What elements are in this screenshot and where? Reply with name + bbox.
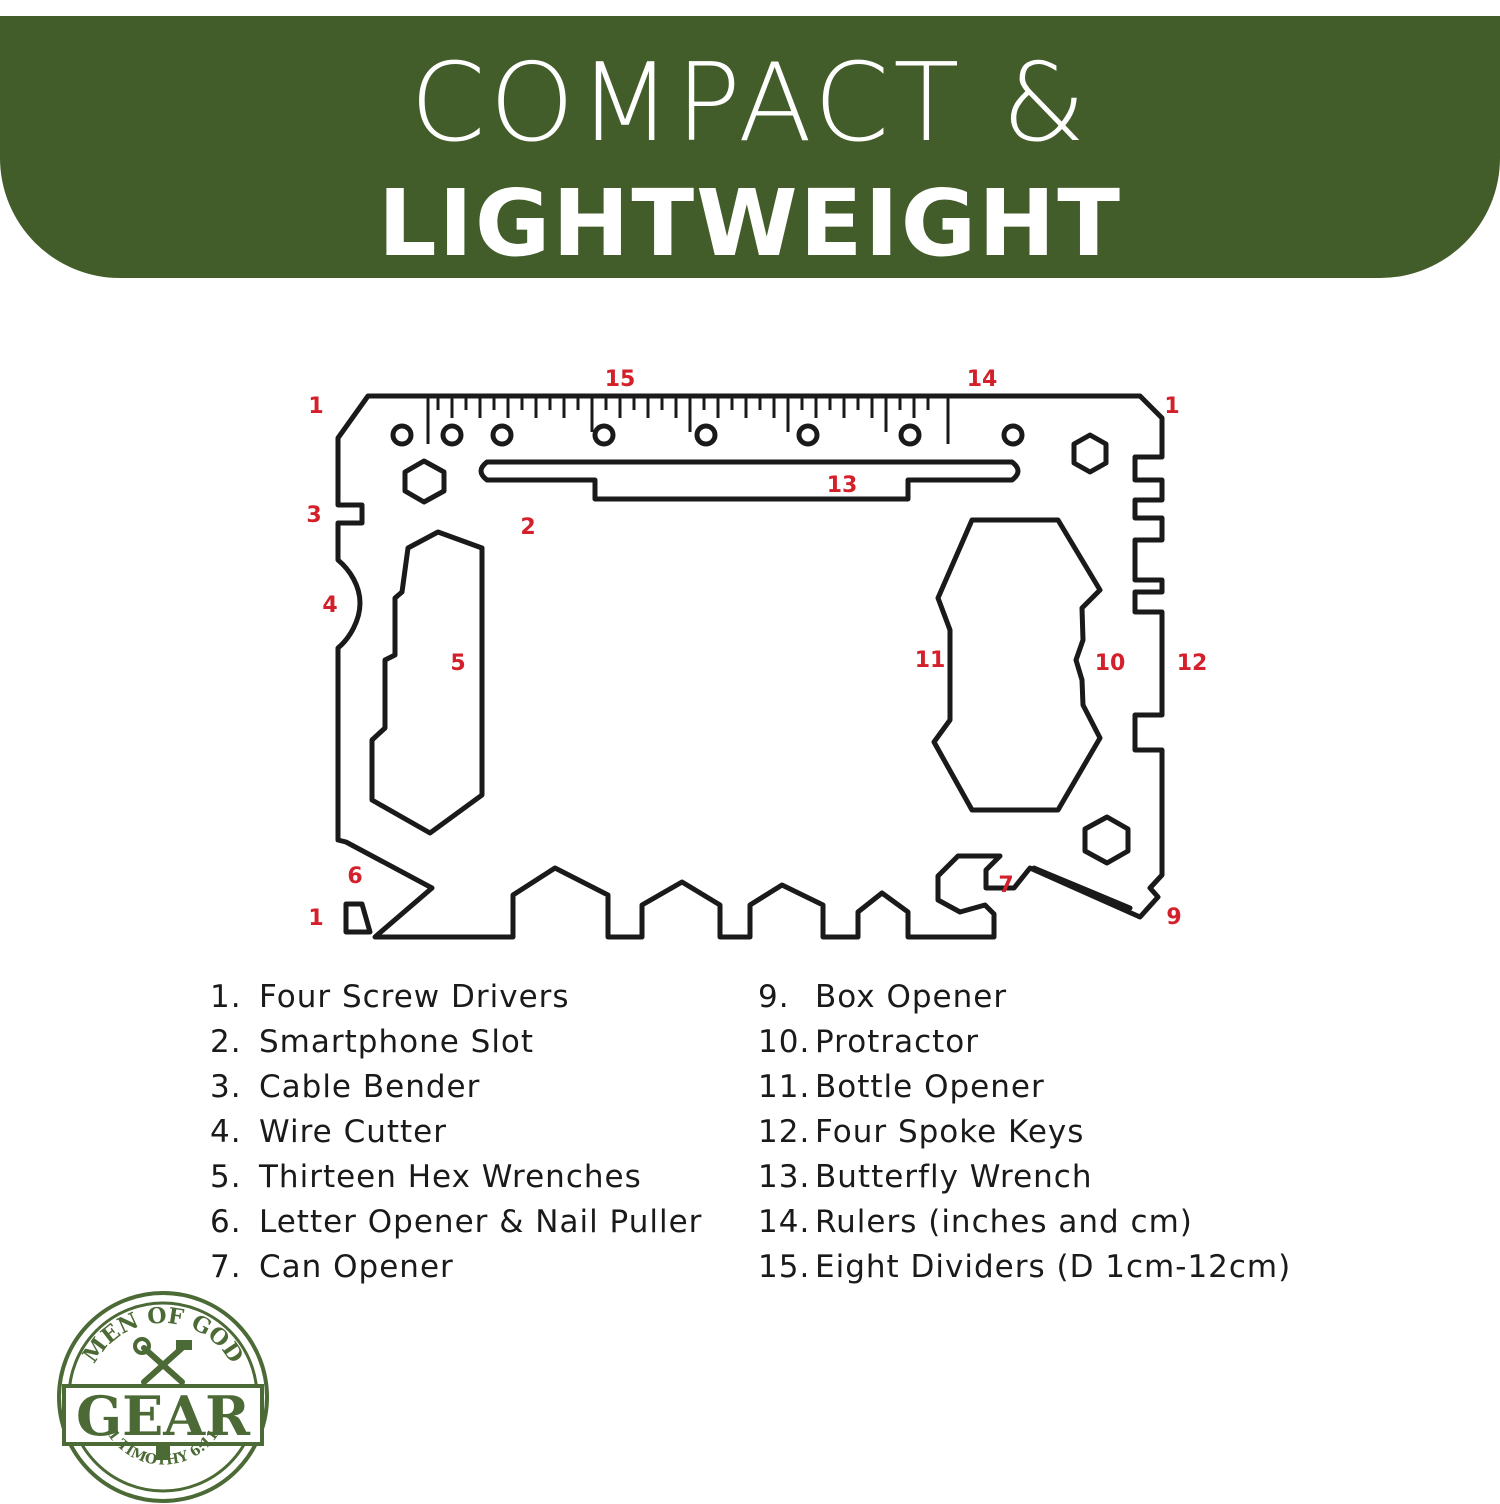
hex-cutout-top-right	[1071, 432, 1109, 475]
legend-item: 2.Smartphone Slot	[210, 1024, 535, 1060]
callout-4: 4	[322, 593, 337, 618]
bottle-opener-window	[931, 517, 1103, 813]
legend-item: 12.Four Spoke Keys	[758, 1114, 1085, 1150]
callout-1-bottom-left: 1	[308, 906, 323, 931]
hex-cutout-bottom-right	[1082, 814, 1131, 866]
divider-holes	[390, 423, 1025, 447]
screwdriver-notch-bl	[343, 901, 373, 935]
legend-item: 6.Letter Opener & Nail Puller	[210, 1204, 703, 1240]
callout-1-top-right: 1	[1164, 394, 1179, 419]
legend-item: 10.Protractor	[758, 1024, 979, 1060]
legend-item: 4.Wire Cutter	[210, 1114, 447, 1150]
legend-item: 7.Can Opener	[210, 1249, 454, 1285]
legend-item: 5.Thirteen Hex Wrenches	[210, 1159, 642, 1195]
legend-right-column: 9.Box Opener 10.Protractor 11.Bottle Ope…	[758, 975, 1291, 1290]
callout-10: 10	[1095, 651, 1126, 676]
legend-item: 13.Butterfly Wrench	[758, 1159, 1093, 1195]
callout-15: 15	[605, 367, 636, 392]
callout-11: 11	[915, 648, 946, 673]
legend-item: 11.Bottle Opener	[758, 1069, 1045, 1105]
butterfly-wrench-slot	[478, 459, 1021, 502]
hex-cutout-top-left	[402, 458, 447, 505]
multitool-card-diagram: 1 1 1 15 14 3 2 13 4 5 11 10 12 6 7 9	[306, 367, 1208, 940]
callout-13: 13	[827, 473, 858, 498]
callout-7: 7	[998, 873, 1013, 898]
callout-14: 14	[967, 367, 998, 392]
box-opener-slot	[1031, 865, 1133, 911]
legend-item: 15.Eight Dividers (D 1cm-12cm)	[758, 1249, 1292, 1285]
legend-item: 14.Rulers (inches and cm)	[758, 1204, 1193, 1240]
callout-5: 5	[450, 651, 465, 676]
header-title-line1: COMPACT &	[410, 41, 1090, 166]
callout-12: 12	[1177, 651, 1208, 676]
legend-item: 3.Cable Bender	[210, 1069, 481, 1105]
hex-wrench-window	[369, 529, 485, 836]
legend-item: 1.Four Screw Drivers	[210, 979, 570, 1015]
logo-word: GEAR	[76, 1384, 251, 1448]
cross-shield-icon	[156, 1446, 170, 1460]
legend-item: 9.Box Opener	[758, 979, 1008, 1015]
callout-9: 9	[1166, 905, 1181, 930]
header-title-line2: LIGHTWEIGHT	[378, 170, 1122, 277]
callout-3: 3	[306, 503, 321, 528]
card-outline	[335, 393, 1165, 940]
wrench-hammer-icon	[141, 1345, 185, 1385]
callout-2: 2	[520, 515, 535, 540]
legend-left-column: 1.Four Screw Drivers 2.Smartphone Slot 3…	[210, 975, 702, 1290]
ruler-ticks	[426, 397, 950, 444]
callout-6: 6	[347, 864, 362, 889]
brand-logo: MEN OF GOD GEAR 1 TIMOTHY 6:11	[57, 1291, 269, 1503]
header-banner	[0, 16, 1500, 278]
callout-1-top-left: 1	[308, 394, 323, 419]
